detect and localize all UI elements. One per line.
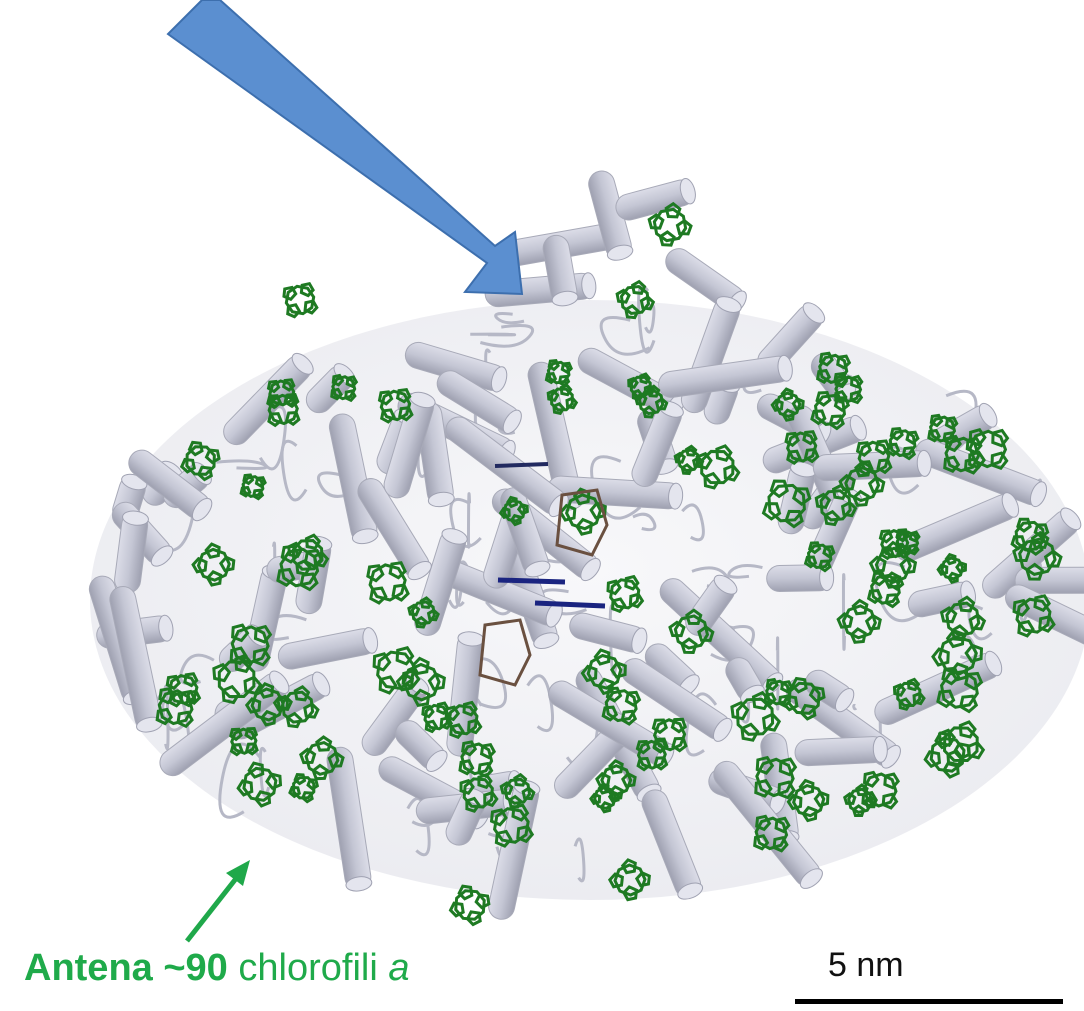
antenna-caption: Antena ~90 chlorofili a (24, 947, 409, 990)
antenna-word: Antena (24, 947, 153, 989)
green-arrow-icon (185, 860, 250, 943)
pigment-letter: a (388, 947, 410, 989)
pigment-name: chlorofili (238, 947, 378, 989)
scale-bar (795, 999, 1063, 1004)
blue-arrow-icon (166, 0, 524, 296)
chlorophyll-rings (155, 201, 1063, 927)
reaction-center-cofactors (478, 462, 609, 687)
antenna-count: ~90 (163, 947, 228, 989)
scale-bar-label: 5 nm (828, 946, 904, 984)
